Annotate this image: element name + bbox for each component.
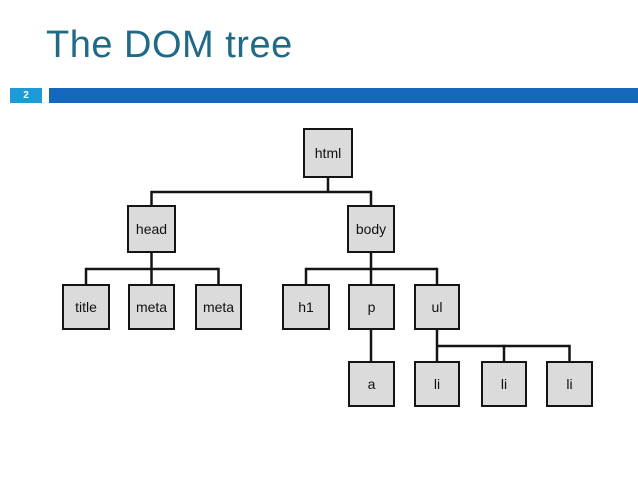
tree-node-h1: h1 bbox=[282, 284, 330, 330]
tree-node-meta-2: meta bbox=[195, 284, 242, 330]
header-accent-bar bbox=[49, 88, 638, 103]
tree-node-li-2: li bbox=[481, 361, 527, 407]
tree-node-li-1: li bbox=[414, 361, 460, 407]
page-title: The DOM tree bbox=[46, 24, 293, 66]
tree-node-a: a bbox=[348, 361, 395, 407]
tree-node-ul: ul bbox=[414, 284, 460, 330]
tree-node-head: head bbox=[127, 205, 176, 253]
tree-node-meta-1: meta bbox=[128, 284, 175, 330]
tree-node-li-3: li bbox=[546, 361, 593, 407]
tree-node-title: title bbox=[62, 284, 110, 330]
tree-node-html: html bbox=[303, 128, 353, 178]
tree-node-body: body bbox=[347, 205, 395, 253]
tree-node-p: p bbox=[348, 284, 395, 330]
page-number-badge: 2 bbox=[10, 88, 42, 103]
